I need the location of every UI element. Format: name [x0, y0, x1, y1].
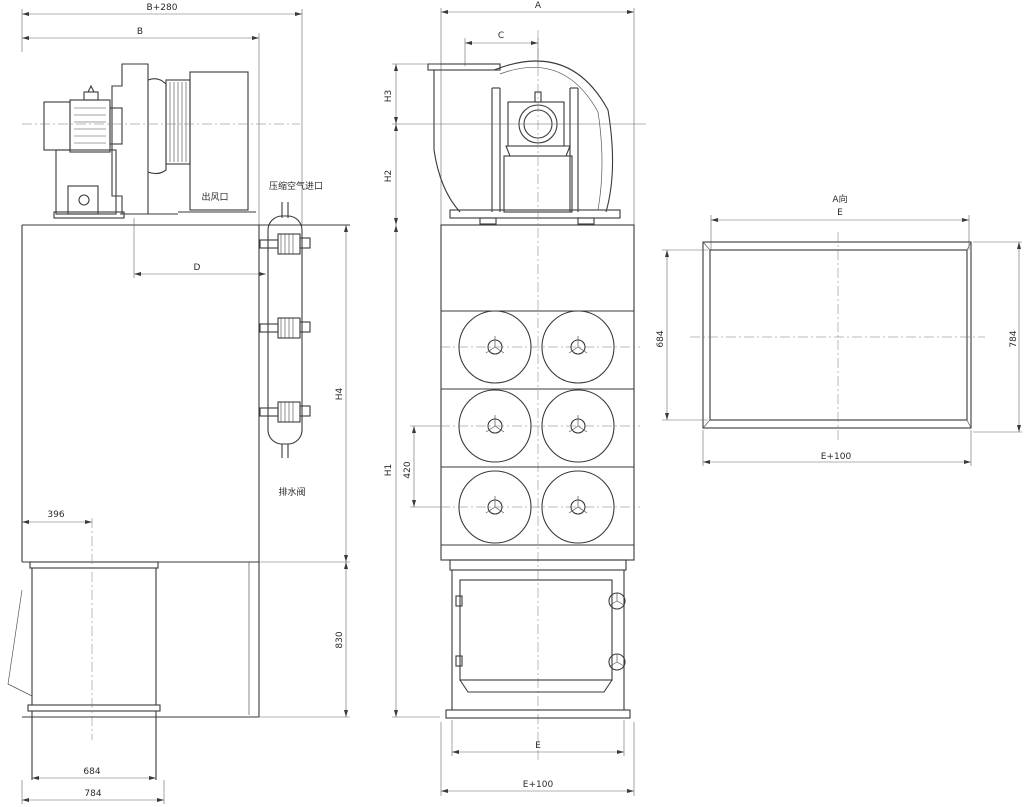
dim-h3-h2: H3 H2 — [384, 63, 646, 225]
dim-e-plus-100-view-a: E+100 — [702, 430, 972, 466]
label-drain-valve: 排水阀 — [278, 486, 305, 498]
inlet-flange — [690, 232, 985, 440]
dim-label-h2: H2 — [384, 170, 394, 183]
dim-784-view-a: 784 — [973, 241, 1022, 433]
front-view: A C — [384, 1, 646, 796]
dim-label-784-view-a: 784 — [1009, 330, 1019, 347]
dim-label-h4: H4 — [335, 387, 345, 400]
dim-label-c: C — [498, 31, 504, 41]
dim-label-784-side: 784 — [84, 789, 101, 799]
dim-420: 420 — [403, 425, 440, 508]
dim-label-h3: H3 — [384, 90, 394, 103]
dim-830: 830 — [259, 562, 350, 718]
pulse-valve-3 — [259, 401, 311, 423]
dim-e-front: E — [451, 720, 625, 756]
side-view: B+280 B — [7, 3, 350, 804]
side-main-body — [21, 224, 350, 717]
dim-label-830: 830 — [335, 631, 345, 648]
dim-label-d: D — [194, 263, 201, 273]
motor — [43, 84, 125, 219]
fan-scroll — [427, 60, 621, 225]
compressed-air-pipe: 压缩空气进口 排水阀 — [267, 180, 323, 498]
dim-684-view-a: 684 — [656, 249, 708, 421]
view-a: A向 E 684 — [656, 193, 1022, 466]
dim-b: B — [22, 27, 260, 225]
dim-label-h1: H1 — [384, 464, 394, 477]
dim-e-plus-100-front: E+100 — [440, 722, 635, 796]
dim-label-684-side: 684 — [83, 767, 100, 777]
pulse-valve-1 — [259, 233, 311, 255]
front-main-body — [440, 30, 635, 760]
motor-front — [491, 87, 579, 213]
dim-label-e-plus-100-front: E+100 — [523, 780, 554, 790]
fan-housing: 出风口 — [111, 63, 256, 215]
label-compressed-air-inlet: 压缩空气进口 — [269, 180, 323, 192]
dim-a: A — [440, 1, 635, 225]
dim-label-396: 396 — [47, 510, 64, 520]
view-a-title: A向 — [832, 193, 847, 205]
dim-784-side: 784 — [21, 780, 165, 804]
dim-e-view-a: E — [710, 208, 970, 250]
dim-label-e-front: E — [535, 741, 541, 751]
dim-label-e-view-a: E — [837, 208, 843, 218]
dim-d: D — [133, 218, 266, 278]
side-hopper — [7, 518, 259, 780]
dim-396: 396 — [22, 510, 92, 524]
dim-label-a: A — [535, 1, 542, 11]
dim-label-684-view-a: 684 — [656, 330, 666, 347]
dim-label-e-plus-100-view-a: E+100 — [821, 452, 852, 462]
dim-c: C — [464, 31, 539, 66]
dim-b-plus-280: B+280 — [21, 3, 303, 225]
dim-label-420: 420 — [403, 461, 413, 478]
dim-684-side: 684 — [32, 767, 156, 780]
dim-h4: H4 — [259, 225, 350, 563]
dim-h1: H1 — [384, 225, 440, 718]
front-hopper — [445, 559, 631, 719]
pulse-valve-2 — [259, 317, 311, 339]
label-outlet: 出风口 — [201, 191, 228, 203]
dim-label-b-plus-280: B+280 — [147, 3, 178, 13]
filter-cartridge-6 — [541, 470, 615, 544]
dim-label-b: B — [137, 27, 143, 37]
